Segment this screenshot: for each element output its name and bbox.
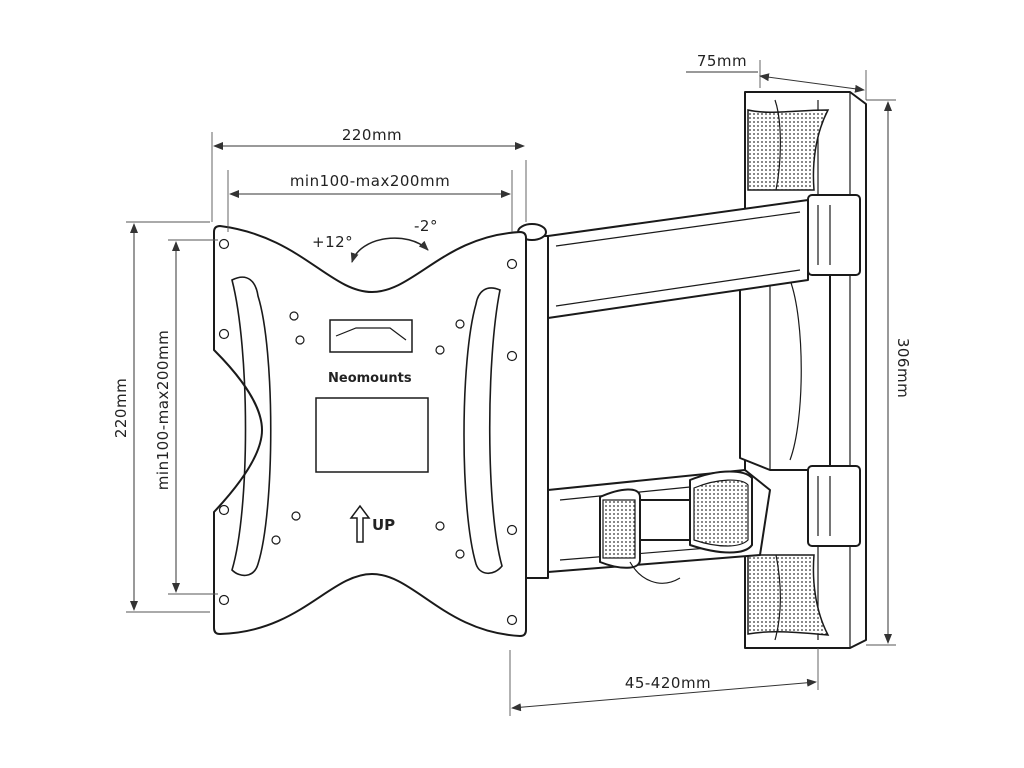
- dimension-vesa-width: min100-max200mm: [227, 170, 513, 232]
- dimension-wall-depth: 75mm: [686, 52, 867, 100]
- mount-hole: [271, 535, 281, 545]
- mount-hole: [295, 335, 305, 345]
- wall-depth-label: 75mm: [697, 52, 747, 70]
- label-window: [315, 397, 429, 473]
- mount-hole: [506, 524, 518, 536]
- mount-hole: [435, 345, 445, 355]
- plate-width-label: 220mm: [342, 126, 402, 144]
- dimension-arm-extension: 45-420mm: [509, 648, 819, 716]
- top-mesh-pad: [747, 109, 830, 191]
- dimension-plate-width: 220mm: [211, 126, 527, 222]
- right-slot: [463, 287, 503, 575]
- vesa-height-label: min100-max200mm: [154, 330, 172, 490]
- mount-hole: [218, 328, 230, 340]
- dimension-plate-height: 220mm: [112, 221, 210, 613]
- mount-hole: [218, 504, 230, 516]
- mount-hole: [291, 511, 301, 521]
- dimension-wall-height: 306mm: [866, 99, 912, 646]
- bottom-mesh-pad: [747, 554, 830, 636]
- brand-logo-text: Neomounts: [328, 371, 412, 386]
- handle-slot: [329, 319, 413, 353]
- lower-arm: [547, 469, 771, 584]
- mount-hole: [289, 311, 299, 321]
- wall-plate: [739, 91, 867, 649]
- mount-hole: [435, 521, 445, 531]
- dimension-vesa-height: min100-max200mm: [154, 239, 218, 595]
- tv-mount-plate: Neomounts UP +12° -2°: [213, 217, 527, 637]
- mount-hole: [506, 614, 518, 626]
- mount-hole: [506, 350, 518, 362]
- vesa-width-label: min100-max200mm: [290, 172, 450, 190]
- tilt-up-label: +12°: [312, 233, 353, 251]
- tilt-arrow-icon: [350, 237, 429, 263]
- mount-hole: [506, 258, 518, 270]
- arm-extension-label: 45-420mm: [625, 674, 711, 692]
- left-slot: [231, 276, 272, 577]
- mount-hole: [218, 594, 230, 606]
- wall-height-label: 306mm: [894, 338, 912, 398]
- up-arrow-icon: [349, 504, 371, 543]
- mount-hole: [455, 549, 465, 559]
- orientation-label: UP: [372, 516, 395, 534]
- plate-height-label: 220mm: [112, 378, 130, 438]
- mount-hole: [455, 319, 465, 329]
- tilt-down-label: -2°: [414, 217, 438, 235]
- mount-hole: [218, 238, 230, 250]
- elbow-mesh: [602, 499, 636, 559]
